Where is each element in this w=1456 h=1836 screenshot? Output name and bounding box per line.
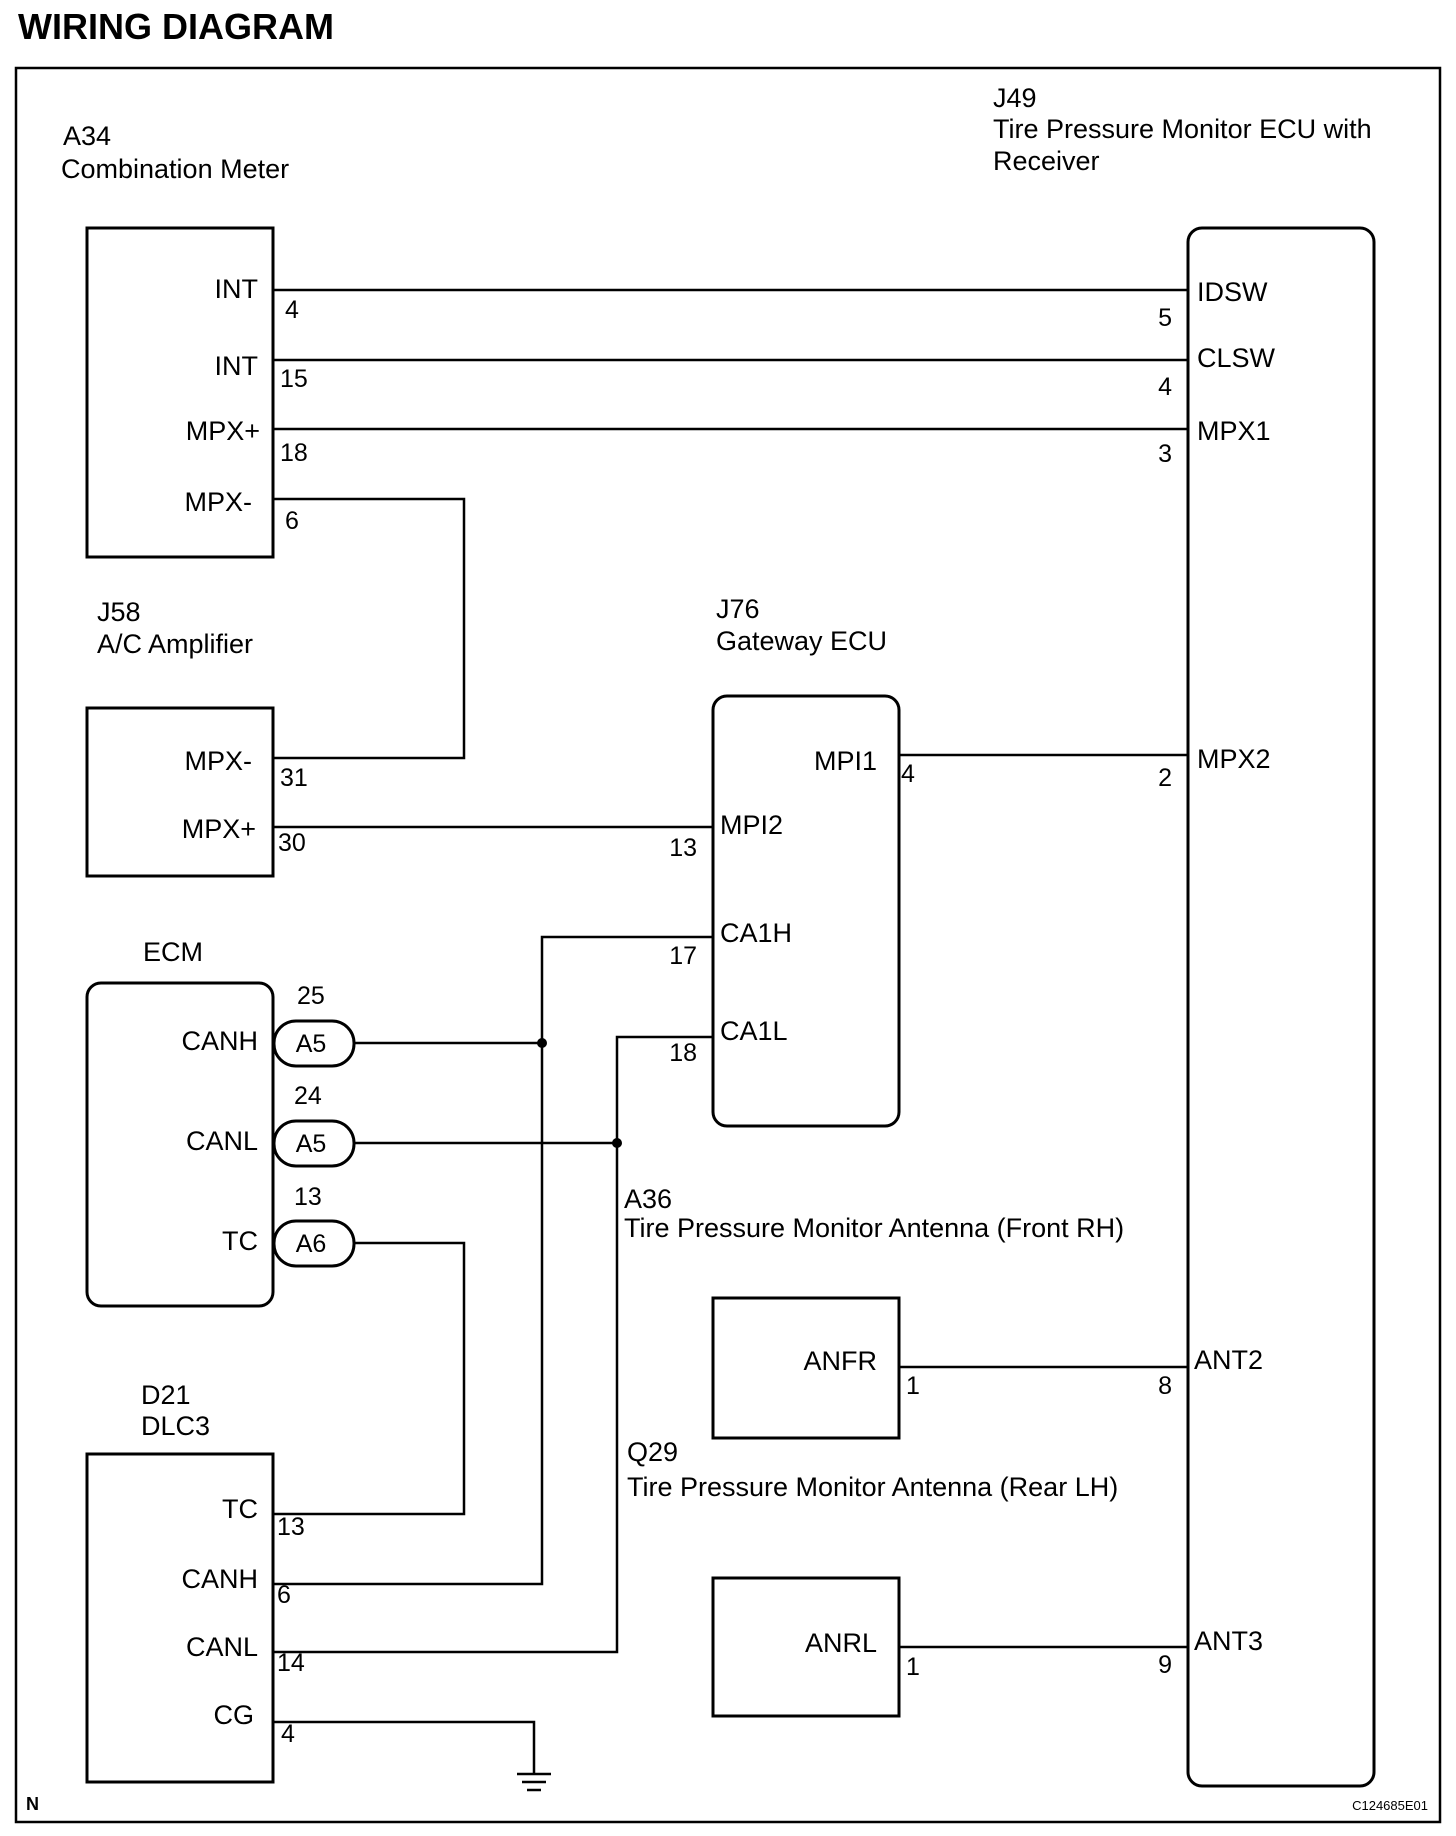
ecm-pin-25: 25 (297, 982, 325, 1010)
j76-pin-13: 13 (669, 834, 697, 862)
j49-id: J49 (993, 83, 1037, 113)
j76-terminal-mpi2: MPI2 (720, 810, 783, 840)
a34-terminal-int-2: INT (215, 351, 259, 381)
q29-name: Tire Pressure Monitor Antenna (Rear LH) (627, 1472, 1118, 1502)
d21-terminal-cg: CG (214, 1700, 255, 1730)
a34-pin-18: 18 (280, 439, 308, 467)
q29-pin-1: 1 (906, 1653, 920, 1681)
a34-pin-4: 4 (285, 296, 299, 324)
wire-cg-ground (273, 1720, 536, 1774)
a36-pin-1: 1 (906, 1372, 920, 1400)
j49-terminal-mpx1: MPX1 (1197, 416, 1271, 446)
d21-dlc3-box (85, 1452, 275, 1784)
q29-id: Q29 (627, 1437, 678, 1467)
j58-id: J58 (97, 597, 141, 627)
j76-terminal-ca1l: CA1L (720, 1016, 788, 1046)
j76-terminal-mpi1: MPI1 (814, 746, 877, 776)
j49-terminal-mpx2: MPX2 (1197, 744, 1271, 774)
figure-code: C124685E01 (1352, 1798, 1428, 1813)
j58-name: A/C Amplifier (97, 629, 253, 659)
ecm-terminal-canh: CANH (181, 1026, 258, 1056)
a34-pin-15: 15 (280, 365, 308, 393)
j49-pin-9: 9 (1158, 1651, 1172, 1679)
diagram-frame (14, 66, 1442, 1824)
q29-terminal-anrl: ANRL (805, 1628, 877, 1658)
d21-terminal-tc: TC (222, 1494, 258, 1524)
d21-name: DLC3 (141, 1411, 210, 1441)
j76-pin-4: 4 (901, 760, 915, 788)
j58-pin-31: 31 (280, 764, 308, 792)
j49-terminal-clsw: CLSW (1197, 343, 1276, 373)
junction-can-low (612, 1138, 622, 1148)
d21-pin-13: 13 (277, 1513, 305, 1541)
j49-terminal-idsw: IDSW (1197, 277, 1268, 307)
j49-pin-5: 5 (1158, 304, 1172, 332)
a36-terminal-anfr: ANFR (804, 1346, 878, 1376)
a34-terminal-int-1: INT (215, 274, 259, 304)
wire-tc (273, 1241, 466, 1516)
d21-pin-14: 14 (277, 1649, 305, 1677)
ecm-pin-13: 13 (294, 1183, 322, 1211)
ecm-connector-a5-label-1: A5 (296, 1030, 327, 1058)
a36-id: A36 (624, 1184, 672, 1214)
j49-terminal-ant3: ANT3 (1194, 1626, 1263, 1656)
wire-can-high-bus (273, 935, 713, 1586)
d21-id: D21 (141, 1380, 191, 1410)
j76-name: Gateway ECU (716, 626, 887, 656)
j49-pin-8: 8 (1158, 1372, 1172, 1400)
j58-terminal-mpx-minus: MPX- (185, 746, 253, 776)
a34-combination-meter-box (85, 226, 275, 559)
ecm-connector-a5-label-2: A5 (296, 1130, 327, 1158)
ecm-connector-a6-label: A6 (296, 1230, 327, 1258)
d21-terminal-canl: CANL (186, 1632, 258, 1662)
a34-terminal-mpx-plus: MPX+ (186, 416, 260, 446)
a34-pin-6: 6 (285, 507, 299, 535)
j49-pin-4: 4 (1158, 373, 1172, 401)
d21-pin-6: 6 (277, 1581, 291, 1609)
ecm-terminal-canl: CANL (186, 1126, 258, 1156)
wire-mpx-minus-loop (273, 497, 466, 760)
j49-terminal-ant2: ANT2 (1194, 1345, 1263, 1375)
d21-terminal-canh: CANH (181, 1564, 258, 1594)
j49-name-line1: Tire Pressure Monitor ECU with (993, 114, 1372, 144)
page-title: WIRING DIAGRAM (18, 6, 334, 47)
wire-can-low-bus (273, 1035, 713, 1654)
j76-gateway-ecu-box (711, 694, 901, 1128)
j49-name-line2: Receiver (993, 146, 1100, 176)
a34-id: A34 (63, 121, 111, 151)
ecm-name: ECM (143, 937, 203, 967)
corner-mark: N (26, 1794, 39, 1814)
j58-terminal-mpx-plus: MPX+ (182, 814, 256, 844)
d21-pin-4: 4 (281, 1720, 295, 1748)
j76-id: J76 (716, 594, 760, 624)
a34-terminal-mpx-minus: MPX- (185, 487, 253, 517)
j49-pin-3: 3 (1158, 440, 1172, 468)
junction-can-high (537, 1038, 547, 1048)
a36-name: Tire Pressure Monitor Antenna (Front RH) (624, 1213, 1124, 1243)
j76-terminal-ca1h: CA1H (720, 918, 792, 948)
j49-tpms-ecu-box (1186, 226, 1376, 1788)
ecm-terminal-tc: TC (222, 1226, 258, 1256)
a34-name: Combination Meter (61, 154, 289, 184)
j58-pin-30: 30 (278, 829, 306, 857)
j49-pin-2: 2 (1158, 764, 1172, 792)
j76-pin-17: 17 (669, 942, 697, 970)
ecm-pin-24: 24 (294, 1082, 322, 1110)
j76-pin-18: 18 (669, 1039, 697, 1067)
j58-ac-amplifier-box (85, 706, 275, 878)
